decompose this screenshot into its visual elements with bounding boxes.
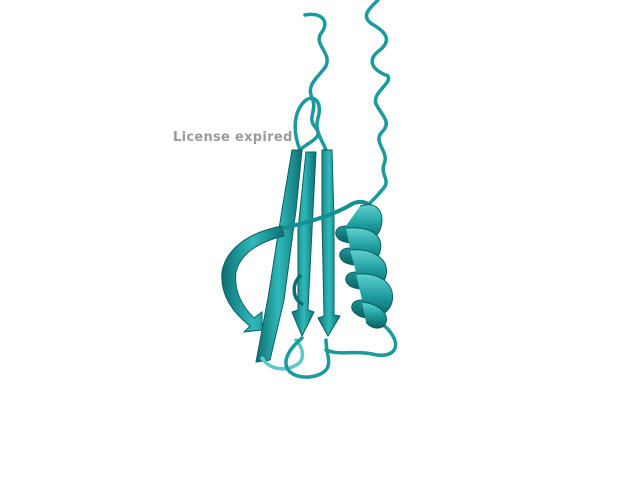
bottom-loop-left [260, 338, 305, 371]
beta-strand-1 [255, 149, 303, 363]
inner-loop [292, 274, 304, 306]
cross-loop [282, 199, 374, 230]
license-watermark: License expired [173, 130, 293, 145]
top-loop [293, 96, 328, 152]
coil-tail-right [358, 0, 391, 216]
coil-tail-left [298, 12, 329, 152]
beta-strand-curved [221, 225, 285, 333]
beta-strand-2 [291, 151, 317, 338]
beta-strand-3 [317, 149, 341, 337]
alpha-helix [335, 204, 394, 329]
bottom-loop-mid [284, 336, 331, 379]
